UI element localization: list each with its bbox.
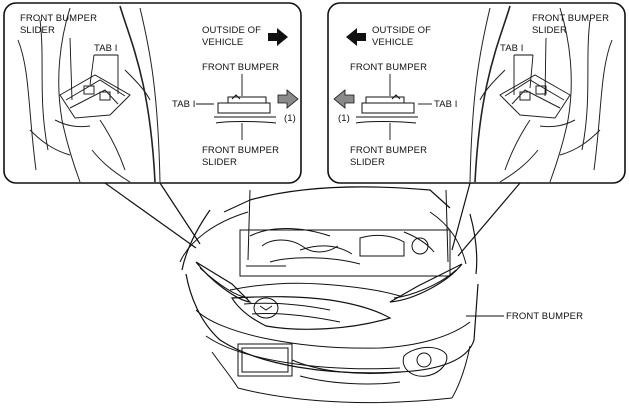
right-bottom-label-line1: FRONT BUMPER <box>350 145 427 156</box>
car-front-illustration <box>179 186 479 404</box>
right-tab-label: TAB I <box>500 43 524 54</box>
left-slider-label-line1: FRONT BUMPER <box>20 13 97 24</box>
left-leaders <box>69 37 119 101</box>
right-bottom-label-line2: SLIDER <box>350 157 385 168</box>
left-step-label: (1) <box>284 113 296 124</box>
right-bumper-corner-illustration <box>469 5 613 183</box>
arrow-left-icon <box>346 28 366 46</box>
left-bumper-corner-illustration <box>17 5 161 183</box>
left-slider-label-line2: SLIDER <box>20 25 55 36</box>
arrow-right-icon <box>277 89 299 109</box>
left-bottom-label-line2: SLIDER <box>202 157 237 168</box>
callout-lines <box>104 182 521 257</box>
right-step-label: (1) <box>338 113 350 124</box>
left-bottom-label-line1: FRONT BUMPER <box>202 145 279 156</box>
right-detail-bumper-label: FRONT BUMPER <box>350 62 427 73</box>
left-outside-label-line1: OUTSIDE OF <box>202 25 261 36</box>
right-detail-tab-label: TAB I <box>434 99 458 110</box>
left-tab-label: TAB I <box>94 43 118 54</box>
right-leaders <box>513 37 547 97</box>
left-outside-label-line2: VEHICLE <box>202 37 243 48</box>
left-detail-tab-label: TAB I <box>172 99 196 110</box>
car-front-bumper-label: FRONT BUMPER <box>506 311 583 322</box>
right-detail-panel: OUTSIDE OF VEHICLE FRONT BUMPER SLIDER T… <box>327 2 626 184</box>
arrow-right-icon <box>268 28 288 46</box>
left-detail-bumper-label: FRONT BUMPER <box>202 62 279 73</box>
right-section-view <box>355 94 418 124</box>
right-slider-label-line1: FRONT BUMPER <box>532 13 609 24</box>
left-section-view <box>214 94 277 124</box>
right-slider-label-line2: SLIDER <box>532 25 567 36</box>
right-outside-label-line1: OUTSIDE OF <box>372 25 431 36</box>
arrow-left-icon <box>333 89 355 109</box>
left-detail-panel: FRONT BUMPER SLIDER TAB I OUTSIDE OF VEH… <box>3 2 302 184</box>
right-outside-label-line2: VEHICLE <box>372 37 413 48</box>
